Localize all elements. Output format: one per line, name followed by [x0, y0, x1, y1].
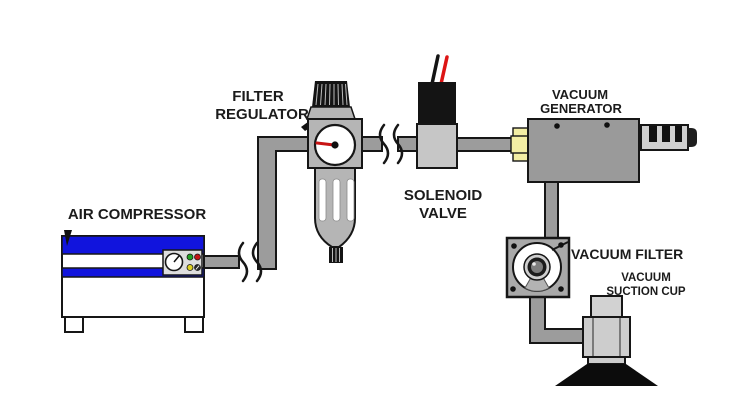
wire-black: [430, 54, 440, 86]
filter-regulator: [301, 81, 363, 263]
screw-icon: [558, 242, 564, 248]
pipe-break-icon: [378, 123, 390, 165]
label-vacuum-filter: VACUUM FILTER: [571, 246, 683, 262]
knob-flare: [305, 106, 357, 120]
label-air-compressor: AIR COMPRESSOR: [68, 206, 207, 223]
regulator-gauge-hub: [331, 141, 339, 149]
regulator-gauge-needle: [315, 141, 336, 147]
drain-knurling: [332, 248, 340, 262]
screw-icon: [604, 122, 610, 128]
filter-hub-highlight: [532, 262, 536, 266]
label-filter-regulator-line1: FILTER: [232, 88, 284, 105]
vacuum-generator: [527, 118, 697, 183]
suction-cup-holder: [582, 316, 631, 358]
screw-icon: [510, 286, 516, 292]
silencer-slot: [649, 126, 657, 142]
label-vacuum-suction-cup-line2: SUCTION CUP: [606, 286, 686, 298]
label-vacuum-generator-line2: GENERATOR: [540, 101, 622, 116]
label-solenoid-valve-line2: VALVE: [419, 205, 467, 222]
suction-cup-neck: [587, 356, 626, 365]
bowl-slot: [318, 178, 327, 222]
knob-knurling: [315, 83, 348, 106]
suction-cup-pad: [555, 364, 658, 386]
pipe-solenoid-to-generator: [454, 137, 514, 152]
compressor-leg: [184, 316, 204, 333]
compressor-leg: [64, 316, 84, 333]
yellow-button: [186, 264, 194, 271]
compressor-blue-band-bottom: [61, 267, 205, 278]
suction-cup-stem-top: [590, 295, 623, 319]
power-button-slash: [195, 265, 200, 270]
bowl-slot: [346, 178, 355, 222]
wire-red: [439, 55, 449, 86]
gauge-needle: [173, 255, 180, 263]
solenoid-body: [416, 123, 458, 169]
pipe-break-icon: [251, 241, 263, 283]
pipe-break-icon: [237, 241, 249, 283]
pipe-riser-to-regulator: [257, 136, 309, 270]
green-button: [186, 253, 194, 261]
pipe-filter-to-suction-cup: [529, 296, 586, 344]
screw-icon: [554, 123, 560, 129]
vacuum-suction-cup: [555, 295, 658, 386]
label-vacuum-generator-line1: VACUUM: [552, 87, 608, 102]
label-filter-regulator-line2: REGULATOR: [215, 106, 309, 123]
solenoid-coil: [418, 82, 456, 124]
red-button: [194, 253, 201, 261]
pipe-compressor-out: [203, 255, 240, 269]
label-solenoid-valve-line1: SOLENOID: [404, 187, 483, 204]
pipe-break-icon: [392, 123, 404, 165]
pipe-generator-down: [544, 181, 559, 241]
screw-icon: [558, 286, 564, 292]
pipe-regulator-out: [361, 136, 383, 152]
vacuum-filter: [505, 236, 571, 299]
screw-icon: [511, 243, 517, 249]
silencer-slot: [675, 126, 682, 142]
bowl-slot: [332, 178, 341, 222]
air-compressor: [61, 230, 205, 333]
compressor-corner-mark: [64, 230, 72, 246]
solenoid-valve: [416, 54, 458, 169]
labels: AIR COMPRESSOR FILTER REGULATOR SOLENOID…: [68, 87, 686, 298]
label-vacuum-suction-cup-line1: VACUUM: [621, 272, 671, 284]
silencer-slot: [662, 126, 670, 142]
silencer-end-cap: [687, 128, 697, 147]
generator-body: [527, 118, 640, 183]
pipe-break-symbols: [237, 123, 404, 283]
